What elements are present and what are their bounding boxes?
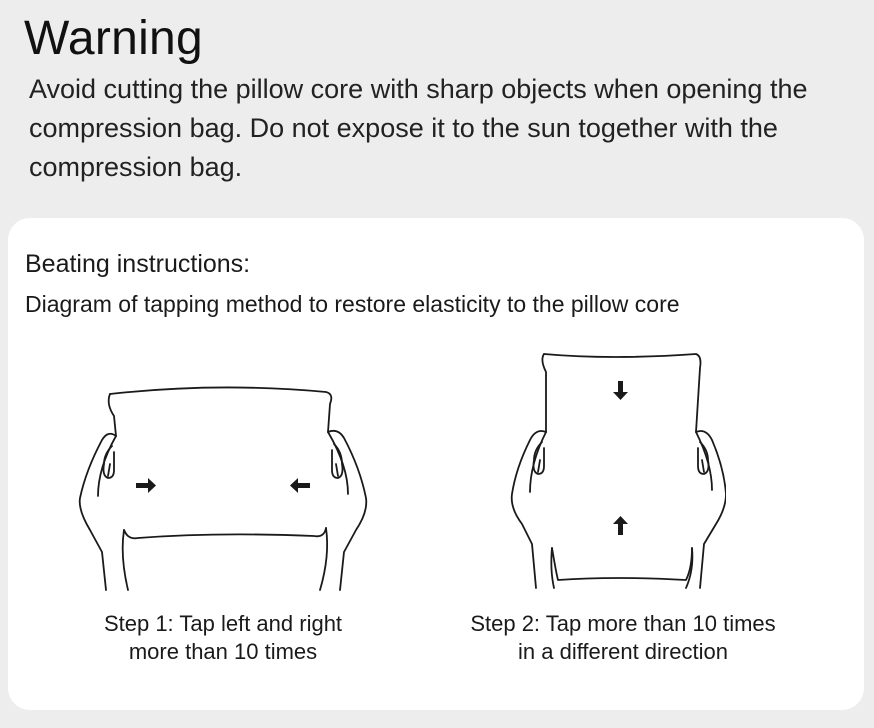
pillow-outline-top	[543, 353, 702, 433]
right-hand	[695, 430, 726, 589]
right-hand	[327, 429, 368, 591]
arrow-down-icon	[613, 381, 628, 400]
warning-title: Warning	[24, 12, 204, 65]
instructions-title: Beating instructions:	[25, 250, 251, 278]
step2-caption: Step 2: Tap more than 10 times in a diff…	[433, 610, 813, 666]
pillow-outline	[109, 386, 333, 433]
warning-text: Avoid cutting the pillow core with sharp…	[29, 74, 808, 182]
hands-holding-pillow-vertical-icon	[510, 353, 726, 589]
pillow-outline-left	[107, 393, 117, 437]
step2-caption-line2: in a different direction	[518, 639, 728, 664]
step2-illustration	[496, 348, 726, 593]
arrow-left-icon	[290, 478, 310, 493]
pillow-outline-bottom	[551, 547, 693, 581]
hands-holding-pillow-horizontal-icon	[78, 386, 368, 591]
pillow-outline-left	[541, 353, 547, 433]
left-hand	[510, 430, 547, 589]
arrow-up-icon	[613, 516, 628, 535]
step1-caption: Step 1: Tap left and right more than 10 …	[63, 610, 383, 666]
arrow-right-icon	[136, 478, 156, 493]
step1-caption-line2: more than 10 times	[128, 639, 318, 664]
step1-illustration	[68, 380, 368, 595]
instructions-card: Beating instructions: Diagram of tapping…	[8, 218, 864, 710]
step2-caption-line1: Step 2: Tap more than 10 times	[470, 611, 776, 636]
instructions-subtitle: Diagram of tapping method to restore ela…	[25, 291, 680, 317]
left-hand	[78, 432, 117, 591]
step1-caption-line1: Step 1: Tap left and right	[103, 611, 343, 636]
pillow-outline-bottom	[123, 527, 327, 540]
